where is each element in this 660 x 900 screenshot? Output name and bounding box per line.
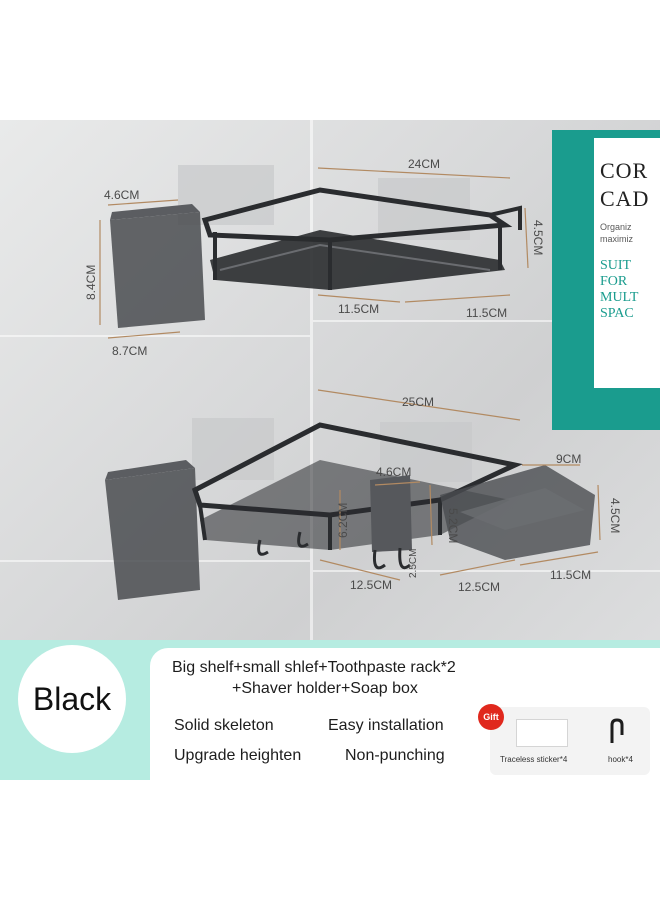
package-sub-line1: Organiz (600, 222, 632, 232)
feature-upgrade-heighten: Upgrade heighten (174, 747, 302, 764)
dim-top-side-left: 11.5CM (338, 302, 380, 316)
dim-soap-width: 9CM (556, 452, 582, 466)
color-badge: Black (18, 645, 126, 753)
gift-badge: Gift (478, 704, 504, 730)
hook (257, 539, 269, 556)
contents-line2: +Shaver holder+Soap box (232, 680, 418, 697)
feature-solid-skeleton: Solid skeleton (174, 717, 274, 734)
dim-top-height: 4.5CM (531, 220, 545, 256)
dim-holder-left-height: 6.2CM (336, 502, 350, 538)
bottom-shelf-base (200, 460, 510, 550)
dim-top-side-right: 11.5CM (466, 306, 508, 320)
top-cup (110, 212, 205, 328)
dim-bottom-side-left: 12.5CM (350, 578, 393, 592)
tile-line (0, 335, 310, 337)
gift-item-hook: hook*4 (608, 755, 633, 764)
package-teal-line3: MULT (600, 290, 639, 305)
tile-line (313, 570, 660, 572)
tile-line (313, 320, 660, 322)
sticker-image (516, 719, 568, 747)
top-shelf-base (210, 230, 505, 290)
contents-line1: Big shelf+small shlef+Toothpaste rack*2 (172, 659, 456, 676)
gift-item-sticker: Traceless sticker*4 (500, 755, 568, 764)
dim-holder-gap: 2.5CM (408, 548, 419, 578)
dim-top-cup-depth: 8.7CM (112, 344, 148, 358)
feature-easy-installation: Easy installation (328, 717, 444, 734)
package-teal-line4: SPAC (600, 306, 634, 321)
package-sub-line2: maximiz (600, 234, 633, 244)
hook (297, 531, 309, 548)
dim-bottom-side-right: 12.5CM (458, 580, 501, 594)
dim-soap-depth: 11.5CM (550, 568, 592, 582)
shaver-holder (370, 475, 412, 552)
dim-holder-right-height: 5.2CM (446, 508, 460, 544)
dim-bottom-width: 25CM (402, 395, 435, 409)
dim-top-cup-height: 8.4CM (84, 264, 98, 300)
wall-seam (310, 120, 313, 780)
package-teal-line2: FOR (600, 274, 628, 289)
shelf-illustration (99, 165, 601, 600)
product-package: COR CAD Organiz maximiz SUIT FOR MULT SP… (552, 130, 660, 430)
package-title-line2: CAD (600, 186, 650, 211)
feature-non-punching: Non-punching (345, 747, 445, 764)
bottom-cup (105, 468, 200, 600)
package-face (594, 138, 660, 388)
dimension-lines (99, 167, 601, 581)
dim-top-width: 24CM (408, 157, 441, 171)
dim-top-cup-width: 4.6CM (104, 188, 140, 202)
gift-card: Traceless sticker*4 hook*4 (490, 707, 650, 775)
package-teal-line1: SUIT (600, 258, 632, 273)
dim-soap-height: 4.5CM (608, 498, 622, 534)
top-shelf-rail (201, 187, 513, 243)
hook-icon (610, 718, 624, 743)
package-title-line1: COR (600, 158, 649, 183)
dim-holder-width: 4.6CM (376, 465, 412, 479)
